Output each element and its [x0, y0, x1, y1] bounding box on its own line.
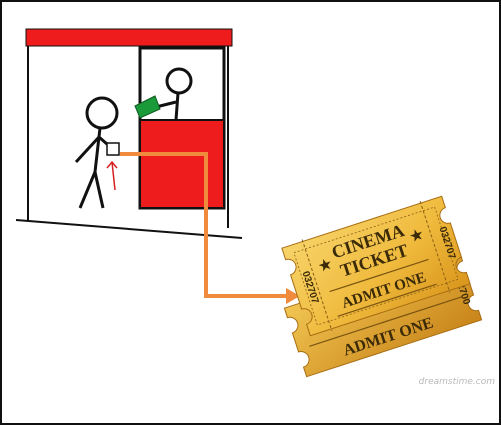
red-up-arrow	[107, 162, 117, 190]
watermark-text: dreamstime.com	[419, 377, 496, 387]
booth-floor	[16, 220, 242, 238]
booth-awning	[26, 29, 232, 46]
held-ticket	[107, 143, 119, 155]
ticket-booth	[16, 29, 242, 238]
booth-counter	[140, 120, 224, 208]
cashier-head	[167, 69, 191, 93]
customer-head	[87, 98, 117, 128]
cashier-figure	[152, 69, 191, 120]
